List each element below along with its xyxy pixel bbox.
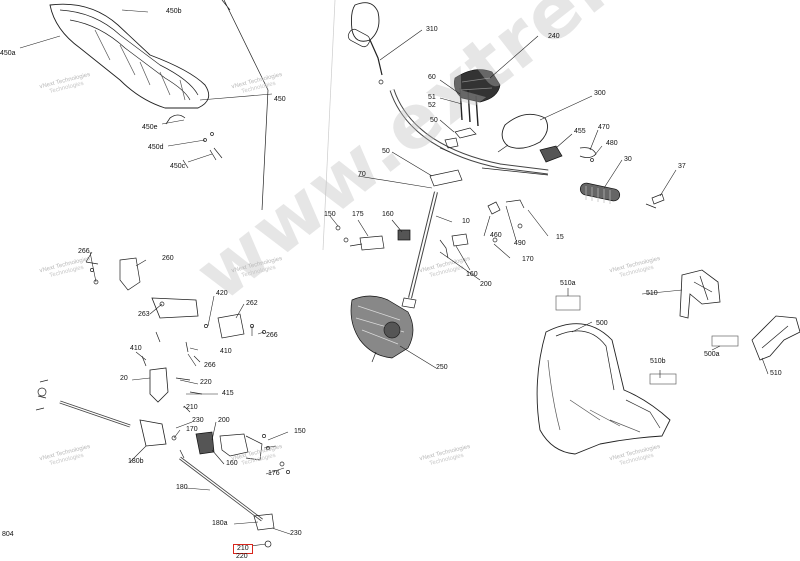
label-sticker bbox=[649, 373, 677, 385]
callout-230-upper: 230 bbox=[192, 417, 204, 424]
grip-30 bbox=[579, 182, 621, 204]
bracket-510-right bbox=[751, 315, 800, 361]
callout-60: 60 bbox=[428, 74, 436, 81]
callout-450d: 450d bbox=[148, 144, 164, 151]
bracket-200 bbox=[195, 431, 290, 474]
bracket-510 bbox=[679, 269, 721, 319]
page-number: 804 bbox=[2, 531, 14, 538]
column-hardware bbox=[335, 199, 525, 259]
callout-180a: 180a bbox=[212, 520, 228, 527]
callout-10: 10 bbox=[462, 218, 470, 225]
callout-50-upper: 50 bbox=[430, 117, 438, 124]
callout-160-upper: 160 bbox=[382, 211, 394, 218]
callout-52: 52 bbox=[428, 102, 436, 109]
callout-510a: 510a bbox=[560, 280, 576, 287]
callout-510-right: 510 bbox=[770, 370, 782, 377]
callout-160-lower: 160 bbox=[226, 460, 238, 467]
callout-415: 415 bbox=[222, 390, 234, 397]
callout-200-lower: 200 bbox=[218, 417, 230, 424]
steering-column bbox=[401, 169, 463, 309]
callout-150-upper: 150 bbox=[324, 211, 336, 218]
callout-51: 51 bbox=[428, 94, 436, 101]
bracket-260 bbox=[85, 257, 141, 291]
tie-rod bbox=[59, 400, 131, 428]
callout-266-left: 266 bbox=[78, 248, 90, 255]
callout-420: 420 bbox=[216, 290, 228, 297]
callout-176: 176 bbox=[268, 470, 280, 477]
windshield-500 bbox=[536, 323, 671, 455]
callout-450c: 450c bbox=[170, 163, 186, 170]
bellcrank-180b bbox=[139, 419, 185, 459]
callout-410-right: 410 bbox=[220, 348, 232, 355]
callout-210-highlighted[interactable]: 210 bbox=[233, 544, 253, 554]
section-divider bbox=[322, 0, 336, 251]
callout-450: 450 bbox=[274, 96, 286, 103]
callout-455: 455 bbox=[574, 128, 586, 135]
callout-37: 37 bbox=[678, 163, 686, 170]
callout-220-upper: 220 bbox=[200, 379, 212, 386]
callout-210-upper: 210 bbox=[186, 404, 198, 411]
callout-470: 470 bbox=[598, 124, 610, 131]
callout-150-lower: 150 bbox=[294, 428, 306, 435]
callout-450b: 450b bbox=[166, 8, 182, 15]
callout-510b: 510b bbox=[650, 358, 666, 365]
motor-250 bbox=[350, 295, 414, 363]
callout-50-lower: 50 bbox=[382, 148, 390, 155]
callout-230-lower: 230 bbox=[290, 530, 302, 537]
mirror-310 bbox=[347, 2, 384, 85]
callout-160-middle: 160 bbox=[466, 271, 478, 278]
label-sticker bbox=[711, 335, 739, 347]
callout-262: 262 bbox=[246, 300, 258, 307]
section-divider bbox=[221, 0, 269, 211]
callout-250: 250 bbox=[436, 364, 448, 371]
callout-450a: 450a bbox=[0, 50, 16, 57]
callout-70: 70 bbox=[358, 171, 366, 178]
callout-266-right: 266 bbox=[266, 332, 278, 339]
callout-500: 500 bbox=[596, 320, 608, 327]
callout-480: 480 bbox=[606, 140, 618, 147]
callout-15: 15 bbox=[556, 234, 564, 241]
callout-310: 310 bbox=[426, 26, 438, 33]
callout-300: 300 bbox=[594, 90, 606, 97]
callout-20: 20 bbox=[120, 375, 128, 382]
rod-end-20 bbox=[35, 367, 169, 411]
callout-260: 260 bbox=[162, 255, 174, 262]
callout-180b: 180b bbox=[128, 458, 144, 465]
bracket-263 bbox=[151, 297, 199, 319]
bolt-37 bbox=[645, 193, 665, 209]
callout-200-upper: 200 bbox=[480, 281, 492, 288]
small-bolts bbox=[141, 331, 203, 413]
drag-link-180 bbox=[179, 456, 275, 548]
switch-455 bbox=[539, 145, 597, 163]
callout-450e: 450e bbox=[142, 124, 158, 131]
callout-460: 460 bbox=[490, 232, 502, 239]
callout-170-upper: 170 bbox=[522, 256, 534, 263]
callout-220-lower: 220 bbox=[236, 553, 248, 560]
cover-240 bbox=[453, 69, 501, 103]
callout-510: 510 bbox=[646, 290, 658, 297]
callout-490: 490 bbox=[514, 240, 526, 247]
callout-240: 240 bbox=[548, 33, 560, 40]
callout-266-lower: 266 bbox=[204, 362, 216, 369]
mirror-300 bbox=[497, 113, 549, 153]
callout-175: 175 bbox=[352, 211, 364, 218]
callout-170-lower: 170 bbox=[186, 426, 198, 433]
callout-180: 180 bbox=[176, 484, 188, 491]
callout-263: 263 bbox=[138, 311, 150, 318]
callout-30: 30 bbox=[624, 156, 632, 163]
callout-410-left: 410 bbox=[130, 345, 142, 352]
callout-500a: 500a bbox=[704, 351, 720, 358]
handlebar bbox=[389, 89, 549, 176]
